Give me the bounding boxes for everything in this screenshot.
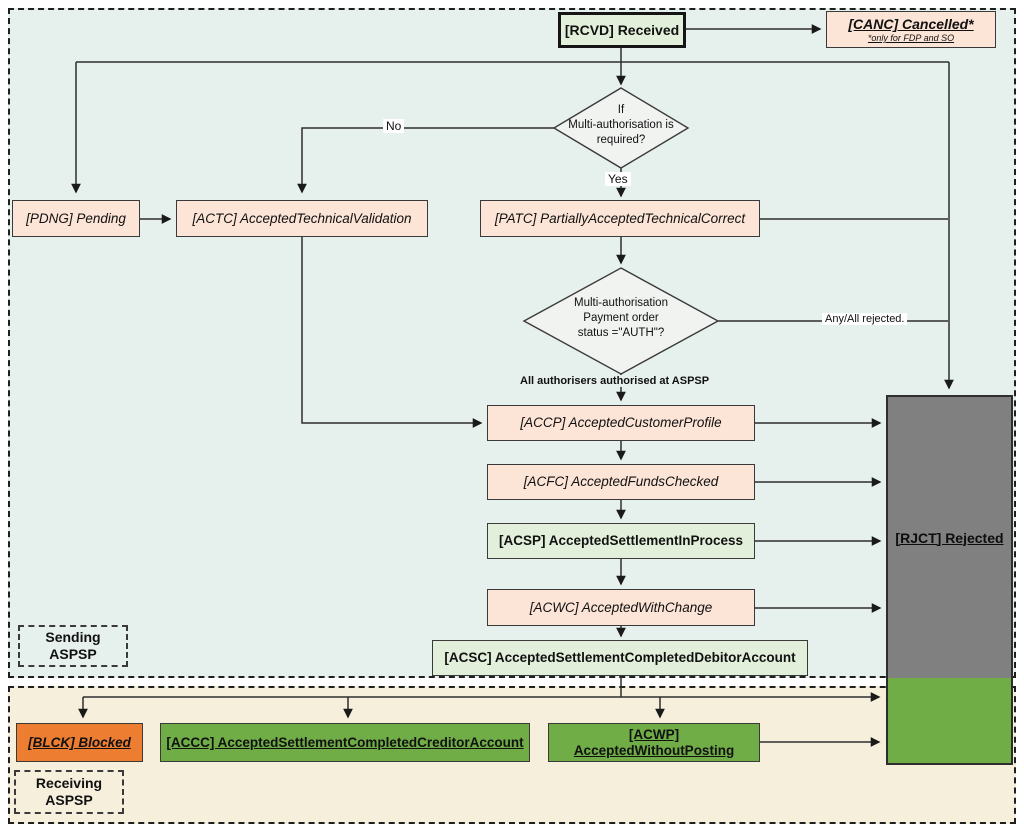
decision1-text: If Multi-authorisation is required? [553,103,689,148]
node-acsc-accepted-settlement-completed-debitor-account: [ACSC] AcceptedSettlementCompletedDebito… [432,640,808,676]
node-pdng-pending: [PDNG] Pending [12,200,140,237]
edge-label-all-authorised: All authorisers authorised at ASPSP [516,375,714,387]
node-label: [ACTC] AcceptedTechnicalValidation [192,210,412,226]
node-actc-accepted-technical-validation: [ACTC] AcceptedTechnicalValidation [176,200,428,237]
node-rjct-rejected: [RJCT] Rejected [886,395,1013,765]
node-label: [BLCK] Blocked [28,734,131,750]
rjct-gray-section: [RJCT] Rejected [888,397,1011,678]
node-acwp-accepted-without-posting: [ACWP] AcceptedWithoutPosting [548,723,760,762]
node-blck-blocked: [BLCK] Blocked [16,723,143,762]
rjct-green-section [888,678,1011,763]
node-label: [ACWC] AcceptedWithChange [529,599,713,615]
edge-actc-accp [301,237,483,428]
decision2-line2: Payment order [583,311,659,324]
edge-label-no: No [383,119,405,133]
node-label: [ACWP] AcceptedWithoutPosting [573,726,735,758]
sending-aspsp-label: Sending ASPSP [18,625,128,667]
decision2-text: Multi-authorisation Payment order status… [536,296,706,341]
node-rcvd-received: [RCVD] Received [558,12,686,48]
node-label: [ACSC] AcceptedSettlementCompletedDebito… [444,650,796,666]
node-footnote: *only for FDP and SO [867,32,955,43]
edge-decision1-no-actc [297,127,556,194]
node-label: [ACFC] AcceptedFundsChecked [523,474,719,490]
node-label: [CANC] Cancelled* [848,15,974,32]
edge-label-any-all-rejected: Any/All rejected. [822,313,908,325]
node-label: [RJCT] Rejected [895,529,1004,546]
node-label: [ACSP] AcceptedSettlementInProcess [498,533,744,549]
node-accc-accepted-settlement-completed-creditor-account: [ACCC] AcceptedSettlementCompletedCredit… [160,723,530,762]
node-label: [RCVD] Received [564,21,680,38]
decision2-diamond [522,267,720,375]
node-label: [ACCP] AcceptedCustomerProfile [520,415,722,431]
decision1-line3: required? [596,133,646,146]
decision1-line2: Multi-authorisation is [568,118,674,131]
node-acwc-accepted-with-change: [ACWC] AcceptedWithChange [487,589,755,626]
decision1-line1: If [617,104,625,116]
node-accp-accepted-customer-profile: [ACCP] AcceptedCustomerProfile [487,405,755,441]
zone-label-text: Receiving ASPSP [35,774,103,809]
node-canc-cancelled: [CANC] Cancelled* *only for FDP and SO [826,11,996,48]
node-acsp-accepted-settlement-in-process: [ACSP] AcceptedSettlementInProcess [487,523,755,559]
decision1-diamond [552,87,690,169]
node-label: [PATC] PartiallyAcceptedTechnicalCorrect [494,210,746,226]
decision2-line3: status ="AUTH"? [577,326,665,339]
node-label: [PDNG] Pending [26,210,126,226]
zone-label-text: Sending ASPSP [45,628,101,663]
decision2-line1: Multi-authorisation [574,297,668,309]
edge-label-yes: Yes [605,172,631,186]
node-acfc-accepted-funds-checked: [ACFC] AcceptedFundsChecked [487,464,755,500]
receiving-aspsp-label: Receiving ASPSP [14,770,124,814]
node-patc-partially-accepted-technical-correct: [PATC] PartiallyAcceptedTechnicalCorrect [480,200,760,237]
sending-aspsp-region [8,8,1016,678]
node-label: [ACCC] AcceptedSettlementCompletedCredit… [166,734,524,750]
